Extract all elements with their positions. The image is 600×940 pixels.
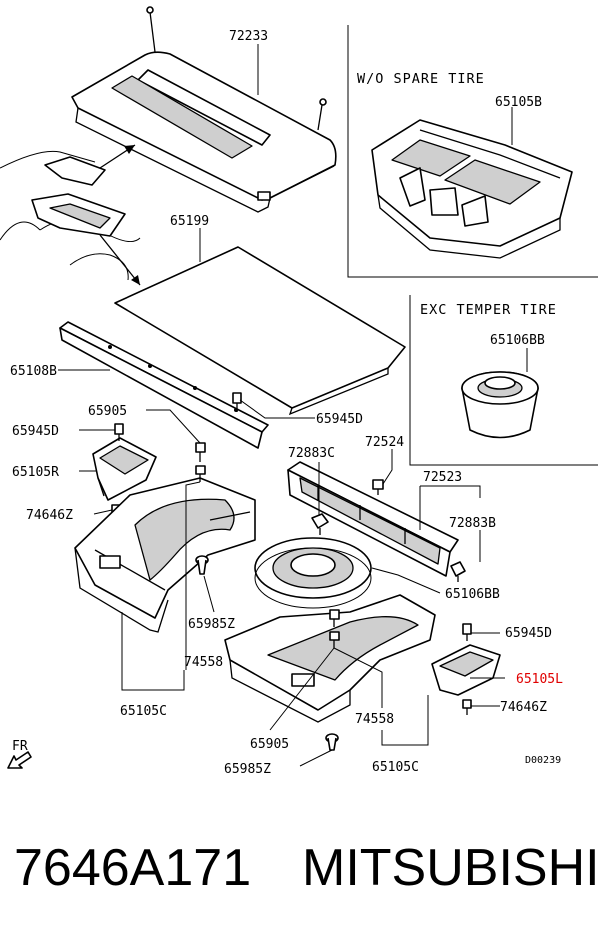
label-65105C-b: 65105C bbox=[372, 760, 419, 775]
label-72524: 72524 bbox=[365, 435, 404, 450]
brand-name: MITSUBISHI bbox=[302, 839, 600, 897]
temper-tire-spacer bbox=[461, 371, 539, 439]
car-rear-sketch bbox=[0, 150, 141, 286]
label-74558-a: 74558 bbox=[184, 655, 223, 670]
spare-tire-panel-border bbox=[347, 25, 598, 278]
label-65985Z-b: 65985Z bbox=[224, 762, 271, 777]
side-rail bbox=[59, 321, 269, 449]
side-box-left bbox=[431, 644, 501, 696]
label-72523: 72523 bbox=[423, 470, 462, 485]
leader-lines bbox=[58, 44, 528, 767]
spare-tire-tray bbox=[371, 119, 573, 259]
label-65905-a: 65905 bbox=[88, 404, 127, 419]
panel-title-spare-tire: W/O SPARE TIRE bbox=[357, 71, 485, 87]
label-65945D-b: 65945D bbox=[12, 424, 59, 439]
bolt-74558-b bbox=[329, 631, 340, 648]
clip-72883B bbox=[450, 561, 466, 582]
floor-board bbox=[114, 246, 406, 416]
front-direction-arrow bbox=[7, 751, 32, 769]
bolt-65905-b bbox=[329, 609, 340, 627]
label-74646Z-a: 74646Z bbox=[26, 508, 73, 523]
clip-65945D-a bbox=[232, 392, 242, 412]
clip-65945D-b bbox=[114, 423, 124, 441]
label-65106BB: 65106BB bbox=[445, 587, 500, 602]
label-72233: 72233 bbox=[229, 29, 268, 44]
tonneau-cover bbox=[71, 6, 337, 213]
bolt-65905-a bbox=[195, 442, 206, 462]
spare-tire-well bbox=[254, 537, 372, 609]
label-65985Z-a: 65985Z bbox=[188, 617, 235, 632]
bolt-74558-a bbox=[195, 465, 206, 482]
label-74558-b: 74558 bbox=[355, 712, 394, 727]
label-65199: 65199 bbox=[170, 214, 209, 229]
label-code: D00239 bbox=[525, 755, 561, 766]
label-65105R: 65105R bbox=[12, 465, 59, 480]
panel-title-temper-tire: EXC TEMPER TIRE bbox=[420, 302, 557, 318]
pushclip-65985Z-a bbox=[195, 555, 209, 575]
temper-tire-panel-border bbox=[409, 295, 598, 466]
screw-74646Z-b bbox=[462, 699, 472, 715]
label-fr: FR bbox=[12, 739, 28, 754]
label-65945D-c: 65945D bbox=[505, 626, 552, 641]
label-72883C: 72883C bbox=[288, 446, 335, 461]
pushclip-65985Z-b bbox=[325, 733, 339, 751]
label-65105L: 65105L bbox=[516, 672, 563, 687]
label-65105B: 65105B bbox=[495, 95, 542, 110]
side-box-right bbox=[92, 437, 157, 501]
label-65945D-a: 65945D bbox=[316, 412, 363, 427]
rear-garnish bbox=[287, 461, 459, 577]
clip-72883C bbox=[311, 513, 329, 535]
part-number: 7646A171 bbox=[14, 839, 252, 897]
clip-65945D-c bbox=[462, 623, 472, 641]
label-65108B: 65108B bbox=[10, 364, 57, 379]
label-72883B: 72883B bbox=[449, 516, 496, 531]
clip-72524 bbox=[372, 479, 384, 495]
label-65105C-a: 65105C bbox=[120, 704, 167, 719]
label-65106BB-inset: 65106BB bbox=[490, 333, 545, 348]
parts-diagram: W/O SPARE TIRE 65105B EXC TEMPER TIRE 65… bbox=[0, 6, 598, 777]
label-74646Z-b: 74646Z bbox=[500, 700, 547, 715]
left-floor-tray bbox=[74, 477, 256, 633]
label-65905-b: 65905 bbox=[250, 737, 289, 752]
